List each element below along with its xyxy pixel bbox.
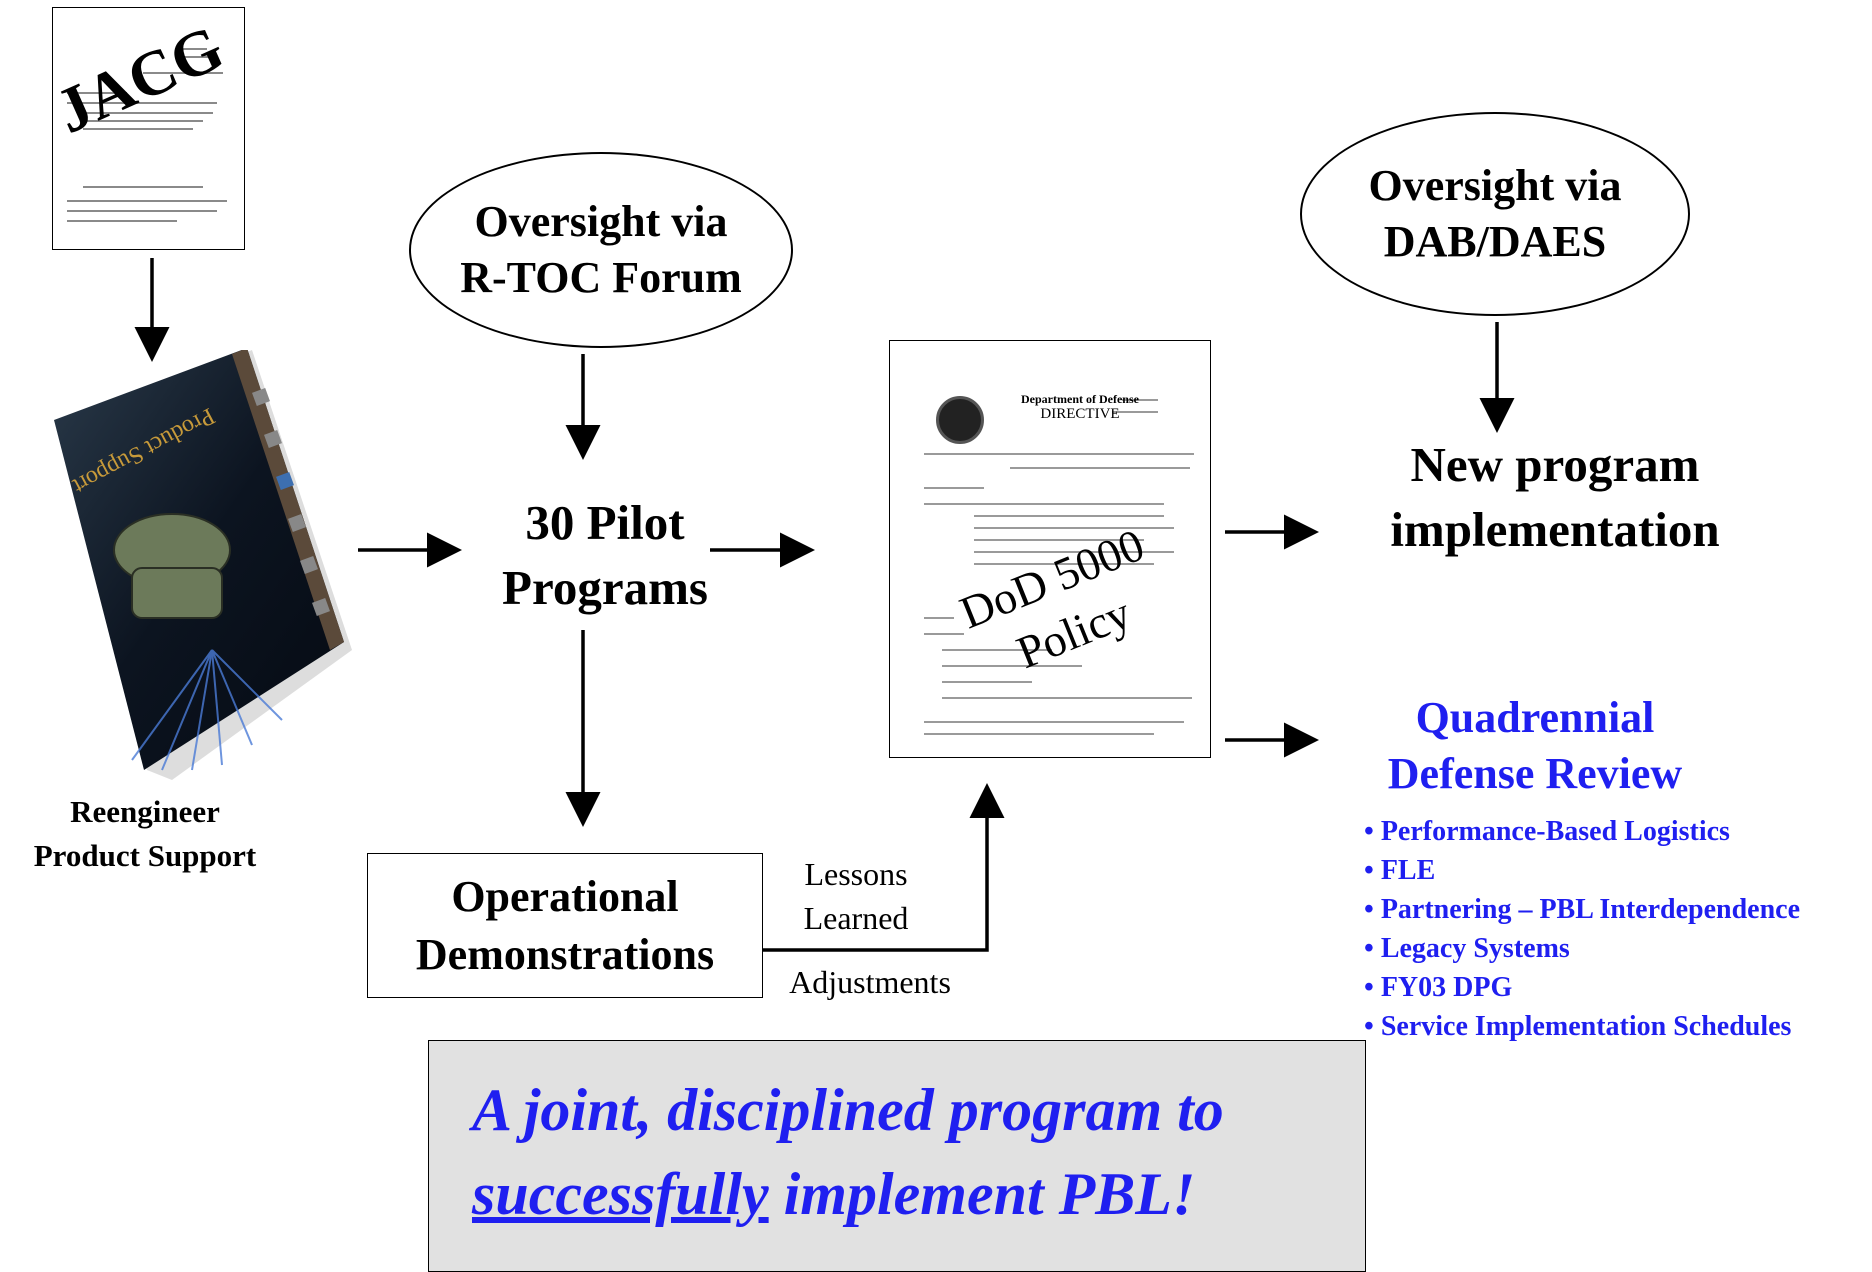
operational-demonstrations-box: Operational Demonstrations bbox=[367, 853, 763, 998]
tagline-rest: implement PBL! bbox=[768, 1161, 1196, 1227]
qdr-list-item: Partnering – PBL Interdependence bbox=[1364, 890, 1872, 929]
qdr-title-line2: Defense Review bbox=[1387, 749, 1683, 798]
tagline-box bbox=[428, 1040, 1366, 1272]
dod-directive-text: DIRECTIVE bbox=[1040, 406, 1120, 422]
qdr-list-item: Performance-Based Logistics bbox=[1364, 812, 1872, 851]
oversight-dab-ellipse: Oversight via DAB/DAES bbox=[1300, 112, 1690, 316]
oversight-dab-line1: Oversight via bbox=[1368, 161, 1622, 210]
tagline-line1: A joint, disciplined program to bbox=[472, 1077, 1224, 1143]
ops-line1: Operational bbox=[451, 871, 679, 921]
tagline-line2: successfully implement PBL! bbox=[472, 1160, 1352, 1229]
pilot-line1: 30 Pilot bbox=[525, 495, 685, 550]
arrow-ops-to-dod bbox=[763, 783, 1005, 952]
qdr-list-item: Legacy Systems bbox=[1364, 929, 1872, 968]
tagline-emphasis: successfully bbox=[472, 1161, 769, 1227]
pilot-line2: Programs bbox=[502, 560, 708, 615]
dod-department-text: Department of Defense bbox=[1021, 392, 1139, 406]
lessons-line2: Learned bbox=[803, 900, 909, 936]
newprog-line2: implementation bbox=[1390, 502, 1720, 557]
lessons-learned-label: Lessons Learned bbox=[786, 852, 926, 940]
qdr-list-item: FY03 DPG bbox=[1364, 968, 1872, 1007]
lessons-line1: Lessons bbox=[804, 856, 908, 892]
oversight-rtoc-ellipse: Oversight via R-TOC Forum bbox=[409, 152, 793, 348]
newprog-line1: New program bbox=[1410, 437, 1700, 492]
qdr-title-line1: Quadrennial bbox=[1415, 693, 1655, 742]
ops-line2: Demonstrations bbox=[415, 929, 715, 979]
oversight-rtoc-line1: Oversight via bbox=[474, 197, 728, 246]
reengineer-line: Reengineer bbox=[70, 794, 220, 829]
dod-seal-icon bbox=[936, 396, 984, 444]
jacg-document-image bbox=[52, 7, 245, 250]
new-program-implementation-label: New program implementation bbox=[1360, 432, 1750, 562]
adjustments-label: Adjustments bbox=[789, 964, 951, 1000]
qdr-title: Quadrennial Defense Review bbox=[1360, 690, 1710, 802]
qdr-list-item: FLE bbox=[1364, 851, 1872, 890]
oversight-rtoc-line2: R-TOC Forum bbox=[460, 253, 742, 302]
reengineer-caption: Reengineer Product Support bbox=[0, 790, 290, 878]
product-support-book-image: Product Support bbox=[54, 350, 352, 780]
pilot-programs-label: 30 Pilot Programs bbox=[470, 490, 740, 620]
oversight-dab-line2: DAB/DAES bbox=[1383, 217, 1607, 266]
qdr-bullet-list: Performance-Based Logistics FLE Partneri… bbox=[1364, 812, 1872, 1046]
product-support-line: Product Support bbox=[33, 838, 257, 873]
qdr-list-item: Service Implementation Schedules bbox=[1364, 1007, 1872, 1046]
